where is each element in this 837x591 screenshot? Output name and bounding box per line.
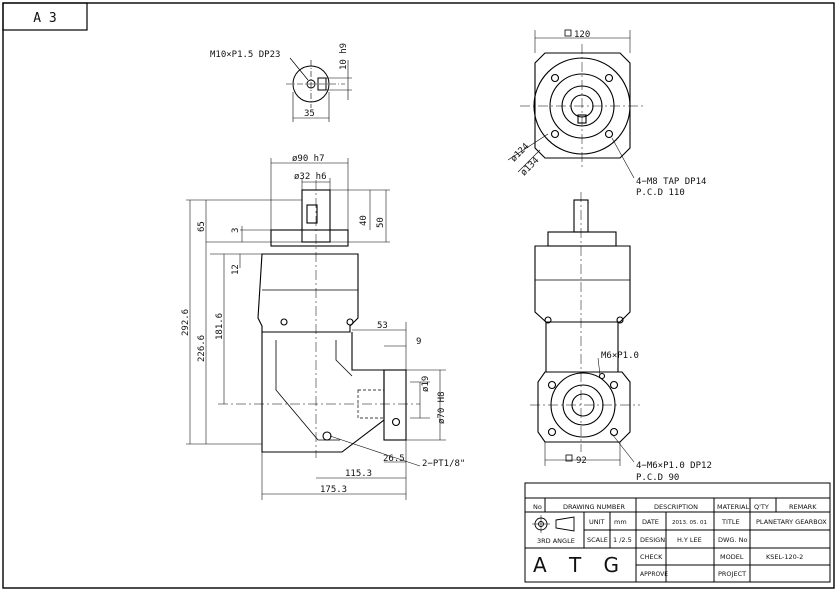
front-flange-square bbox=[534, 52, 631, 159]
bottom-m6-note: M6×P1.0 bbox=[601, 351, 639, 361]
dim-dia-90: ø90 h7 bbox=[292, 154, 325, 164]
dim-120: 120 bbox=[574, 30, 590, 40]
tb-qty: Q'TY bbox=[754, 503, 769, 511]
tb-scale-value: 1 /2.5 bbox=[613, 536, 632, 544]
dim-175: 175.3 bbox=[320, 485, 347, 495]
dim-19: ø19 bbox=[421, 376, 431, 392]
tb-design-value: H.Y LEE bbox=[677, 536, 702, 544]
input-flange bbox=[383, 369, 407, 441]
tb-approve-label: APPROVE bbox=[640, 571, 668, 578]
size-code-box bbox=[2, 2, 88, 31]
projection-symbol-icon bbox=[532, 515, 575, 533]
size-code: A 3 bbox=[33, 11, 56, 26]
title-block: No DRAWING NUMBER DESCRIPTION MATERIAL Q… bbox=[524, 482, 831, 583]
tb-model-value: KSEL-120-2 bbox=[766, 553, 803, 561]
tb-logo: A T G bbox=[533, 553, 627, 577]
dim-50: 50 bbox=[376, 217, 386, 228]
tb-title-label: TITLE bbox=[721, 518, 740, 526]
dim-40: 40 bbox=[359, 215, 369, 226]
bottom-housing bbox=[534, 245, 631, 323]
tb-date-label: DATE bbox=[642, 518, 659, 526]
front-pcd-note: P.C.D 110 bbox=[636, 188, 685, 198]
front-tap-note: 4−M8 TAP DP14 bbox=[636, 177, 706, 187]
tb-material: MATERIAL bbox=[717, 503, 750, 511]
tb-title-value: PLANETARY GEARBOX bbox=[756, 518, 827, 526]
tb-check-label: CHECK bbox=[640, 553, 663, 561]
tb-date-value: 2013. 05. 01 bbox=[672, 520, 707, 526]
pt-plug bbox=[322, 431, 332, 441]
key-slot bbox=[317, 77, 327, 91]
tb-project-label: PROJECT bbox=[718, 570, 746, 578]
dim-dia-32: ø32 h6 bbox=[294, 172, 327, 182]
front-view bbox=[507, 30, 645, 179]
tb-description: DESCRIPTION bbox=[654, 503, 698, 511]
dim-9: 9 bbox=[416, 337, 421, 347]
dim-226: 226.6 bbox=[197, 335, 207, 362]
dim-65: 65 bbox=[197, 221, 207, 232]
bottom-tap-note: 4−M6×P1.0 DP12 bbox=[636, 461, 712, 471]
tb-projection: 3RD ANGLE bbox=[537, 537, 575, 545]
top-dim-35: 35 bbox=[304, 109, 315, 119]
tb-unit-label: UNIT bbox=[589, 518, 605, 526]
dim-292: 292.6 bbox=[181, 309, 191, 336]
output-flange bbox=[270, 229, 349, 247]
tb-drawing-number: DRAWING NUMBER bbox=[563, 503, 625, 511]
dim-70: ø70 H8 bbox=[437, 391, 447, 424]
dim-181: 181.6 bbox=[215, 313, 225, 340]
tb-remark: REMARK bbox=[789, 503, 817, 511]
dim-134: ø134 bbox=[519, 156, 541, 178]
shaft-key bbox=[306, 204, 318, 224]
tb-design-label: DESIGN bbox=[640, 536, 665, 544]
top-tap-note: M10×P1.5 DP23 bbox=[210, 50, 280, 60]
bottom-pcd-note: P.C.D 90 bbox=[636, 473, 679, 483]
gear-housing bbox=[257, 253, 359, 333]
shaft-key-detail bbox=[286, 57, 352, 122]
dim-3: 3 bbox=[231, 228, 241, 233]
pt-note: 2−PT1/8" bbox=[422, 459, 465, 469]
tb-unit-value: mm bbox=[614, 518, 627, 526]
bottom-view bbox=[530, 192, 640, 466]
dim-92: 92 bbox=[576, 456, 587, 466]
tb-no: No bbox=[533, 503, 542, 511]
tb-dwg-label: DWG. No bbox=[718, 536, 747, 544]
dim-26: 26.5 bbox=[383, 454, 405, 464]
side-view bbox=[186, 158, 446, 500]
tb-model-label: MODEL bbox=[720, 553, 744, 561]
tb-scale-label: SCALE bbox=[587, 536, 608, 544]
top-dim-h9: 10 h9 bbox=[339, 43, 349, 70]
dim-12: 12 bbox=[231, 264, 241, 275]
dim-115: 115.3 bbox=[345, 469, 372, 479]
dim-53: 53 bbox=[377, 321, 388, 331]
